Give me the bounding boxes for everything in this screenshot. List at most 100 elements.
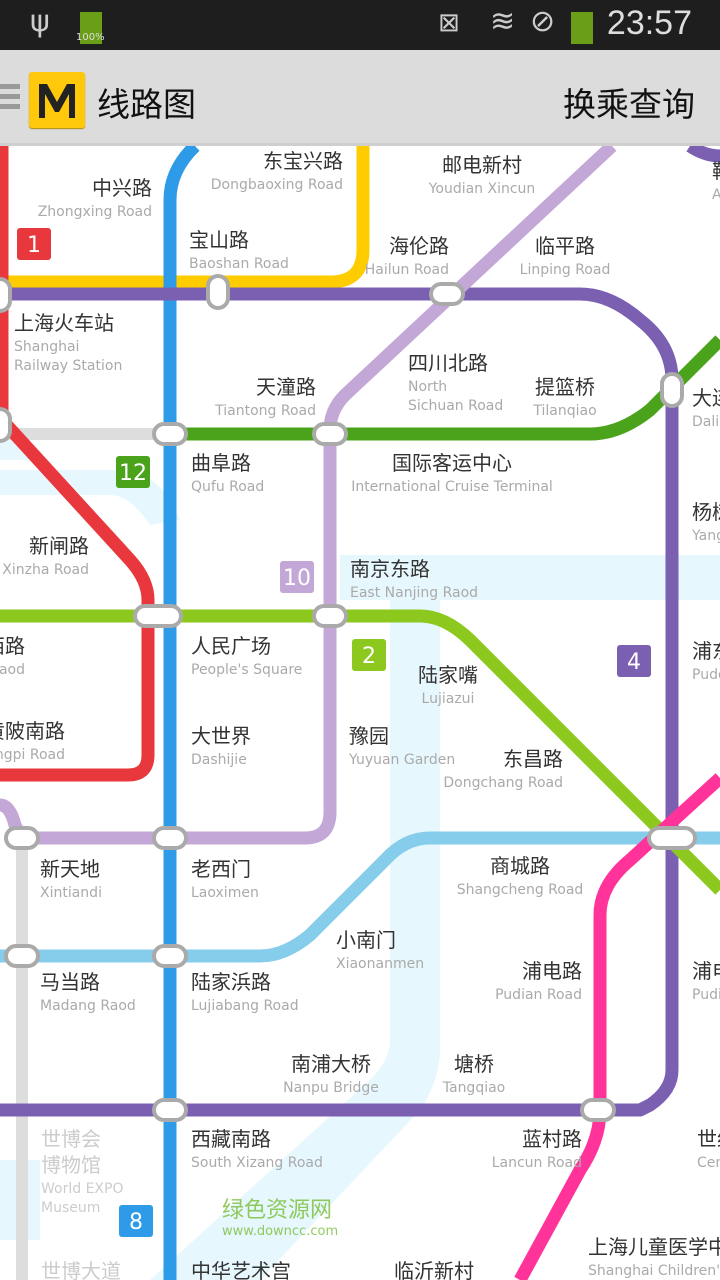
line-badge (280, 561, 314, 593)
station-name-en: Anshan Xincun (712, 187, 720, 203)
station-name[interactable]: 大世界 (191, 724, 251, 748)
station-name[interactable]: 蓝村路 (522, 1127, 582, 1151)
battery-icon (571, 12, 593, 44)
watermark-url: www.downcc.com (222, 1224, 339, 1239)
station-name-en: Zhongxing Road (38, 204, 152, 220)
station-name-en: International Cruise Terminal (351, 479, 553, 495)
station-name[interactable]: 临沂新村 (394, 1259, 474, 1280)
station-name[interactable]: 世博大道 (41, 1259, 121, 1280)
watermark-name: 绿色资源网 (222, 1198, 333, 1223)
station-name[interactable]: 天潼路 (256, 375, 316, 399)
station-name[interactable]: 大连路 (692, 386, 720, 410)
status-bar: ψ 100% ⊠ ≋ ⊘ 23:57 (0, 0, 720, 50)
station-name[interactable]: 曲阜路 (191, 451, 251, 475)
interchange-station-marker (152, 1098, 188, 1122)
station-name[interactable]: 上海儿童医学中心 (588, 1235, 720, 1259)
station-name-en: Lancun Road (492, 1155, 582, 1171)
interchange-station-marker (152, 826, 188, 850)
menu-icon[interactable] (0, 84, 20, 110)
station-name-en: Tangqiao (442, 1080, 506, 1096)
metro-logo-icon[interactable] (29, 72, 85, 128)
station-name-en: Pudian Road (692, 987, 720, 1003)
station-name[interactable]: 鞍山新村 (712, 159, 720, 183)
station-name-en: Tiantong Road (214, 403, 316, 419)
station-name[interactable]: 邮电新村 (442, 153, 522, 177)
line-badge (617, 645, 651, 677)
interchange-station-marker (429, 282, 465, 306)
clock: 23:57 (606, 4, 692, 42)
line6-route (514, 773, 720, 1280)
station-name-en: Huangpi Road (0, 747, 65, 763)
interchange-station-marker (4, 826, 40, 850)
station-name[interactable]: 马当路 (40, 970, 100, 994)
station-name[interactable]: 世博会 (41, 1127, 101, 1151)
station-name-en: Xintiandi (40, 885, 102, 901)
interchange-station-marker (660, 372, 684, 408)
station-name-en: North (408, 379, 447, 395)
transfer-query-button[interactable]: 换乘查询 (563, 85, 695, 124)
station-name[interactable]: 浦东大道 (692, 639, 720, 663)
interchange-station-marker (152, 422, 188, 446)
station-name-en: Century Avenue (697, 1155, 720, 1171)
station-name-en: East Nanjing Raod (350, 585, 478, 601)
line-badge (17, 228, 51, 260)
station-name-en: Lujiabang Road (191, 998, 299, 1014)
station-name[interactable]: 塘桥 (454, 1052, 494, 1076)
station-name[interactable]: 南浦大桥 (291, 1052, 371, 1076)
station-name-en: Tilanqiao (532, 403, 596, 419)
nfc-muted-icon: ⊠ (438, 8, 460, 38)
interchange-station-marker (206, 274, 230, 310)
station-name[interactable]: 南京西路 (0, 634, 25, 658)
station-name[interactable]: 东昌路 (503, 747, 563, 771)
station-name[interactable]: 世纪大道 (697, 1127, 720, 1151)
interchange-station-marker (580, 1098, 616, 1122)
line-badge (352, 639, 386, 671)
station-name-en: Shanghai Children's (588, 1263, 720, 1279)
river-area (150, 555, 720, 1280)
station-name[interactable]: 杨树浦路 (692, 500, 720, 524)
station-name[interactable]: 老西门 (191, 857, 251, 881)
station-name-en: Yuyuan Garden (348, 752, 455, 768)
line-badge-label: 10 (283, 566, 311, 591)
interchange-station-marker (312, 604, 348, 628)
station-name[interactable]: 小南门 (336, 928, 396, 952)
station-name-en: Dashijie (191, 752, 247, 768)
station-name[interactable]: 海伦路 (389, 234, 449, 258)
station-name[interactable]: 陆家嘴 (418, 663, 478, 687)
line-badge (119, 1205, 153, 1237)
battery-icon (80, 12, 102, 44)
station-name[interactable]: 商城路 (490, 854, 550, 878)
station-name-en: Shanghai (14, 339, 79, 355)
station-name[interactable]: 国际客运中心 (392, 451, 512, 475)
station-name[interactable]: 黄陂南路 (0, 719, 65, 743)
station-name[interactable]: 新天地 (40, 857, 100, 881)
station-name[interactable]: 新闸路 (29, 534, 89, 558)
interchange-station-marker (133, 604, 183, 628)
station-name[interactable]: 陆家浜路 (191, 970, 271, 994)
station-name[interactable]: 西藏南路 (191, 1127, 271, 1151)
station-name[interactable]: 浦电路 (692, 959, 720, 983)
line3-route (0, 146, 370, 289)
line1-route (0, 146, 155, 782)
station-name[interactable]: 中兴路 (92, 176, 152, 200)
line12-route (170, 335, 720, 441)
interchange-station-marker (152, 944, 188, 968)
station-name[interactable]: 浦电路 (522, 959, 582, 983)
line4-route (686, 146, 720, 163)
station-name-en: Dalian Road (692, 414, 720, 430)
station-name[interactable]: 中华艺术宫 (191, 1259, 291, 1280)
station-name-en: West Nanjing Raod (0, 662, 25, 678)
station-name[interactable]: 宝山路 (189, 228, 249, 252)
station-name[interactable]: 临平路 (535, 234, 595, 258)
station-name[interactable]: 人民广场 (191, 634, 271, 658)
station-name[interactable]: 东宝兴路 (263, 149, 343, 173)
app-bar: 线路图 换乘查询 (0, 50, 720, 146)
station-name[interactable]: 四川北路 (408, 351, 488, 375)
station-name[interactable]: 豫园 (349, 724, 389, 748)
station-name[interactable]: 提篮桥 (535, 375, 595, 399)
station-name[interactable]: 上海火车站 (14, 311, 114, 335)
station-name-en: Qufu Road (191, 479, 264, 495)
station-name[interactable]: 南京东路 (350, 557, 430, 581)
